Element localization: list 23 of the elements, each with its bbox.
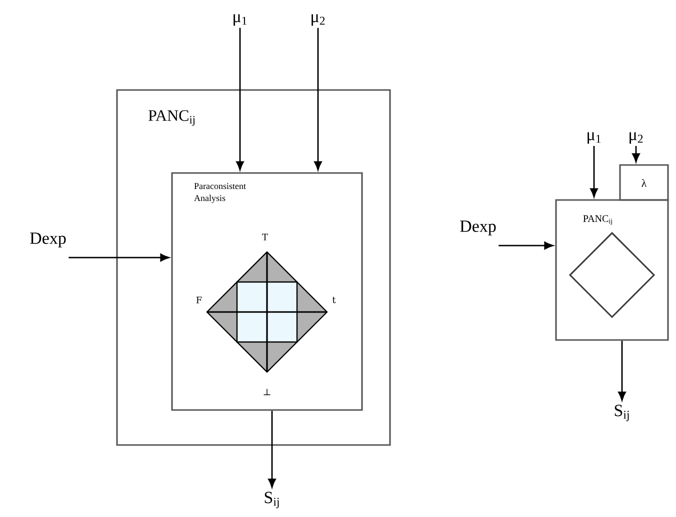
input-label: Dexp xyxy=(30,232,66,248)
input-label: Dexp xyxy=(460,220,496,236)
block-box: λ xyxy=(619,164,669,201)
input-label: S$_{ij}$ xyxy=(264,492,279,508)
input-label: μ$_{1}$ xyxy=(234,14,247,26)
node-label: T xyxy=(262,234,268,240)
arrow xyxy=(618,340,626,401)
node-label: t xyxy=(332,296,336,304)
input-label: μ$_{2}$ xyxy=(312,14,325,26)
arrow xyxy=(590,146,598,198)
node-label: F xyxy=(196,296,202,304)
input-label: μ$_{2}$ xyxy=(630,132,643,144)
arrow xyxy=(268,410,276,488)
block-box: PANC$_{ij}$ xyxy=(555,199,669,341)
arrow xyxy=(632,146,640,162)
input-label: S$_{ij}$ xyxy=(614,404,629,422)
arrow xyxy=(498,242,554,250)
lattice-diamond-drawing: T F t ⊥ xyxy=(196,234,336,396)
arrow xyxy=(68,254,170,262)
input-label: μ$_{1}$ xyxy=(588,132,601,144)
arrow xyxy=(314,28,322,170)
arrow xyxy=(236,28,244,170)
node-label: ⊥ xyxy=(264,388,270,396)
